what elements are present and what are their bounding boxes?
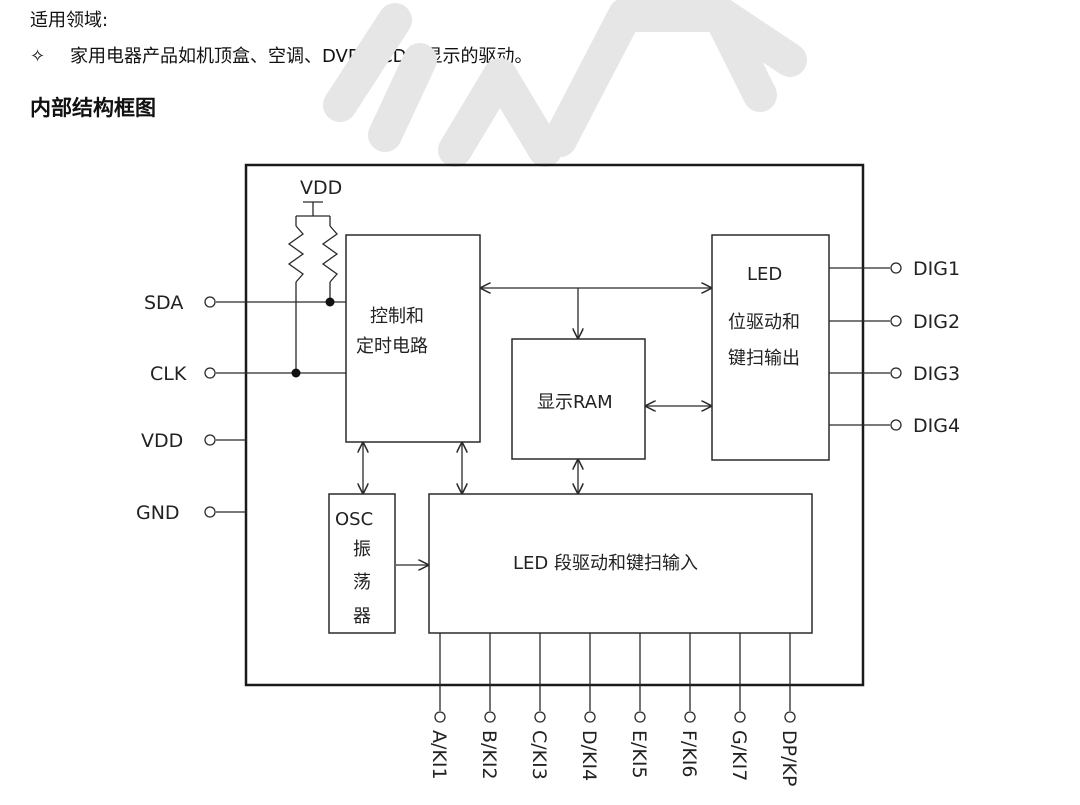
ram-block-label: 显示RAM	[537, 392, 613, 413]
pin-e-ki5: E/KI5	[628, 711, 650, 779]
svg-text:B/KI2: B/KI2	[478, 730, 500, 780]
oscillator-label-line2: 振	[353, 539, 371, 560]
application-label: 适用领域:	[30, 10, 109, 31]
control-block-label-line2: 定时电路	[356, 336, 428, 357]
control-timing-block	[345, 234, 481, 443]
svg-text:DIG4: DIG4	[913, 415, 960, 437]
digit-driver-label-line3: 键扫输出	[728, 348, 800, 369]
supply-vdd-label: VDD	[300, 177, 342, 199]
pin-dig1: DIG1	[890, 258, 960, 280]
pin-vdd: VDD	[141, 430, 216, 452]
internal-buses	[363, 288, 711, 565]
svg-text:CLK: CLK	[150, 363, 187, 385]
pin-dp-kp: DP/KP	[778, 711, 800, 786]
pin-d-ki4: D/KI4	[578, 711, 600, 781]
pin-c-ki3: C/KI3	[528, 711, 550, 780]
pin-gnd: GND	[136, 502, 216, 524]
pin-dig3: DIG3	[890, 363, 960, 385]
svg-text:DIG3: DIG3	[913, 363, 960, 385]
svg-text:E/KI5: E/KI5	[628, 730, 650, 779]
pin-g-ki7: G/KI7	[728, 711, 750, 781]
watermark	[323, 0, 807, 167]
segment-driver-label: LED 段驱动和键扫输入	[513, 553, 698, 574]
svg-text:A/KI1: A/KI1	[428, 730, 450, 780]
pin-b-ki2: B/KI2	[478, 711, 500, 780]
left-pin-wiring	[216, 297, 346, 513]
pin-dig2: DIG2	[890, 311, 960, 333]
svg-text:D/KI4: D/KI4	[578, 730, 600, 781]
svg-text:DP/KP: DP/KP	[778, 730, 800, 786]
svg-text:GND: GND	[136, 502, 180, 524]
pin-f-ki6: F/KI6	[678, 711, 700, 777]
pull-up-resistors	[287, 201, 339, 373]
pin-dig4: DIG4	[890, 415, 960, 437]
svg-text:F/KI6: F/KI6	[678, 730, 700, 777]
svg-text:DIG1: DIG1	[913, 258, 960, 280]
pin-sda: SDA	[144, 292, 216, 314]
bottom-pin-wiring	[439, 633, 791, 711]
oscillator-label-line3: 荡	[353, 572, 371, 593]
oscillator-label-line4: 器	[353, 606, 371, 627]
svg-text:DIG2: DIG2	[913, 311, 960, 333]
svg-text:G/KI7: G/KI7	[728, 730, 750, 781]
svg-text:C/KI3: C/KI3	[528, 730, 550, 780]
svg-text:SDA: SDA	[144, 292, 183, 314]
svg-text:VDD: VDD	[141, 430, 183, 452]
oscillator-label-line1: OSC	[335, 509, 373, 530]
pin-a-ki1: A/KI1	[428, 711, 450, 780]
control-block-label-line1: 控制和	[370, 306, 424, 327]
digit-driver-block	[711, 234, 830, 461]
digit-driver-label-line2: 位驱动和	[728, 312, 800, 333]
sparkle-bullet-icon: ✧	[30, 46, 46, 67]
section-title: 内部结构框图	[30, 96, 156, 120]
right-pin-wiring	[829, 267, 890, 426]
digit-driver-label-line1: LED	[747, 264, 782, 285]
pin-clk: CLK	[150, 363, 216, 385]
chip-outline	[244, 163, 865, 687]
